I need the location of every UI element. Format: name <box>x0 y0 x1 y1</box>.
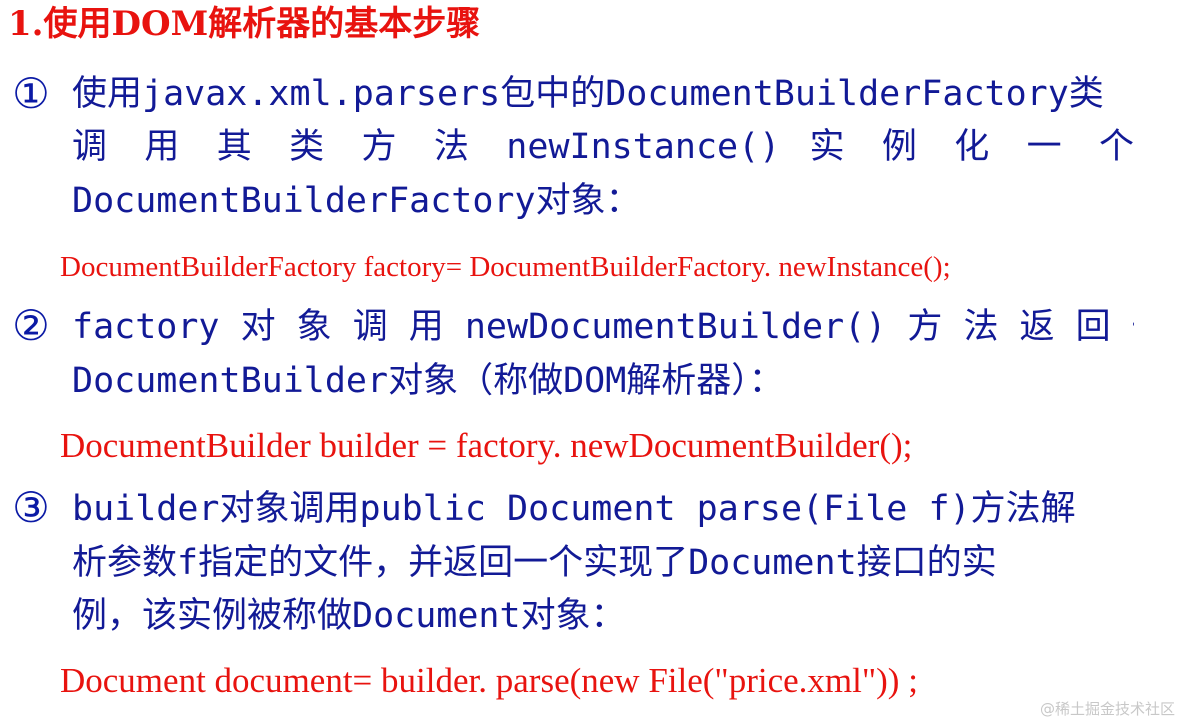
step-3-number: ③ <box>12 483 50 532</box>
step-3-code: Document document= builder. parse(new Fi… <box>60 661 918 700</box>
step-2-line-2: DocumentBuilder对象（称做DOM解析器）： <box>72 361 784 401</box>
step-1-line-2: 调 用 其 类 方 法 newInstance() 实 例 化 一 个 <box>72 127 1134 167</box>
step-1-number: ① <box>12 69 50 118</box>
watermark: @稀土掘金技术社区 <box>1039 700 1175 718</box>
step-2-line-1: factory 对 象 调 用 newDocumentBuilder() 方 法… <box>72 307 1134 347</box>
step-2-number: ② <box>12 301 50 350</box>
step-1-code: DocumentBuilderFactory factory= Document… <box>60 251 951 283</box>
step-3-line-1: builder对象调用public Document parse(File f)… <box>72 489 1076 529</box>
step-3-line-2: 析参数f指定的文件，并返回一个实现了Document接口的实 <box>72 543 997 583</box>
step-1-line-3: DocumentBuilderFactory对象： <box>72 181 641 221</box>
step-2-code: DocumentBuilder builder = factory. newDo… <box>60 426 913 465</box>
step-3-line-3: 例，该实例被称做Document对象： <box>72 596 626 636</box>
step-1-line-1: 使用javax.xml.parsers包中的DocumentBuilderFac… <box>72 74 1104 114</box>
slide-title: 1.使用DOM解析器的基本步骤 <box>8 4 481 44</box>
